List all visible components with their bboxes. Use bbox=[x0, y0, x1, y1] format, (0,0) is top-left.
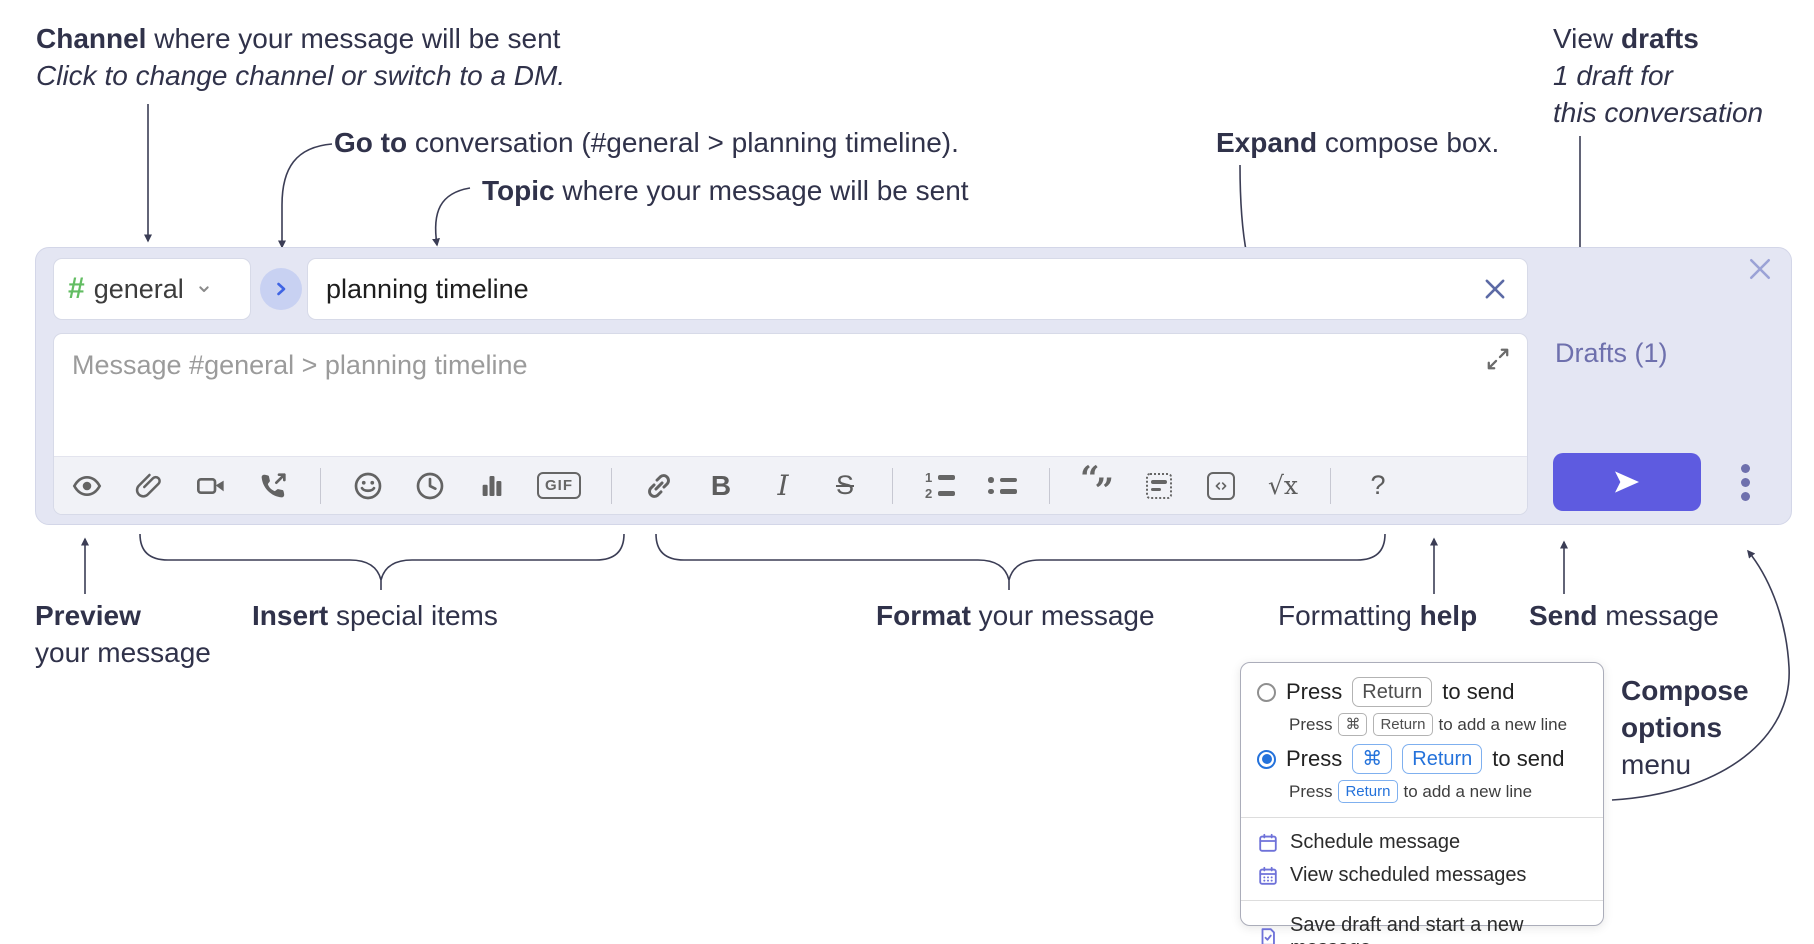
channel-selector[interactable]: # general bbox=[53, 258, 251, 320]
radio-selected[interactable] bbox=[1257, 749, 1276, 769]
format-annotation: Format your message bbox=[876, 600, 1155, 631]
bold-icon[interactable]: B bbox=[710, 469, 732, 501]
emoji-icon[interactable] bbox=[351, 469, 385, 503]
preview-eye-icon[interactable] bbox=[70, 469, 104, 503]
return-key-chip: Return bbox=[1338, 780, 1398, 803]
calendar-grid-icon bbox=[1259, 866, 1277, 885]
chevron-right-icon bbox=[277, 282, 286, 296]
send-plane-icon bbox=[1615, 471, 1639, 493]
spoiler-icon[interactable] bbox=[1142, 469, 1176, 503]
topic-arrow bbox=[432, 187, 471, 247]
toolbar-divider bbox=[1330, 467, 1331, 504]
toolbar-divider bbox=[611, 467, 612, 504]
save-draft-new-message-item[interactable]: Save draft and start a new message bbox=[1241, 909, 1603, 944]
send-annotation: Send message bbox=[1529, 600, 1719, 631]
strikethrough-icon[interactable]: S bbox=[835, 470, 854, 500]
radio-unselected[interactable] bbox=[1257, 682, 1276, 702]
code-icon[interactable] bbox=[1204, 469, 1238, 503]
format-brace bbox=[655, 533, 1386, 590]
expand-annotation: Expand compose box. bbox=[1216, 127, 1500, 158]
topic-value: planning timeline bbox=[326, 273, 529, 304]
message-block: Message #general > planning timeline bbox=[53, 333, 1528, 515]
option-return-to-send[interactable]: Press Return to send bbox=[1241, 675, 1603, 709]
calendar-icon bbox=[1259, 833, 1277, 852]
help-icon[interactable]: ? bbox=[1370, 470, 1386, 500]
help-annotation: Formatting help bbox=[1278, 600, 1478, 631]
chevron-down-icon bbox=[199, 286, 209, 293]
topic-input[interactable]: planning timeline bbox=[307, 258, 1528, 320]
compose-box: # general planning timeline Message #gen… bbox=[35, 247, 1792, 525]
quote-icon[interactable]: “” bbox=[1080, 458, 1114, 511]
gif-icon[interactable]: GIF bbox=[537, 469, 581, 503]
link-icon[interactable] bbox=[642, 469, 676, 503]
return-key-chip: Return bbox=[1373, 713, 1433, 736]
popup-divider bbox=[1241, 817, 1603, 818]
go-to-conversation-button[interactable] bbox=[260, 268, 302, 310]
message-placeholder: Message #general > planning timeline bbox=[72, 350, 528, 380]
channel-hash-icon: # bbox=[68, 272, 85, 305]
channel-annotation: Channel where your message will be sent … bbox=[36, 23, 566, 91]
send-button[interactable] bbox=[1553, 453, 1701, 511]
drafts-link[interactable]: Drafts (1) bbox=[1555, 338, 1668, 368]
clear-topic-icon[interactable] bbox=[1481, 275, 1509, 303]
message-input[interactable]: Message #general > planning timeline bbox=[54, 334, 1527, 456]
time-icon[interactable] bbox=[413, 469, 447, 503]
close-compose-icon[interactable] bbox=[1744, 253, 1776, 285]
compose-options-popup: Press Return to send Press ⌘ Return to a… bbox=[1240, 662, 1604, 944]
draft-document-icon bbox=[1261, 928, 1275, 944]
goto-annotation: Go to conversation (#general > planning … bbox=[334, 127, 959, 158]
insert-brace bbox=[139, 533, 625, 590]
bulleted-list-icon[interactable] bbox=[985, 469, 1019, 503]
compose-options-menu-button[interactable] bbox=[1728, 459, 1762, 505]
insert-annotation: Insert special items bbox=[252, 600, 498, 631]
expand-compose-icon[interactable] bbox=[1485, 346, 1511, 377]
option-cmd-return-subtext: Press Return to add a new line bbox=[1241, 776, 1603, 809]
schedule-message-item[interactable]: Schedule message bbox=[1241, 826, 1603, 859]
return-key-chip: Return bbox=[1352, 677, 1433, 707]
attach-file-icon[interactable] bbox=[132, 469, 166, 503]
option-cmd-return-to-send[interactable]: Press ⌘ Return to send bbox=[1241, 742, 1603, 776]
goto-arrow bbox=[278, 143, 333, 249]
toolbar-divider bbox=[892, 467, 893, 504]
toolbar-divider bbox=[1049, 467, 1050, 504]
toolbar-divider bbox=[320, 467, 321, 504]
cmd-key-chip: ⌘ bbox=[1338, 713, 1368, 736]
preview-annotation: Preview your message bbox=[35, 600, 211, 668]
italic-icon[interactable]: I bbox=[777, 469, 789, 502]
cmd-key-chip: ⌘ bbox=[1352, 744, 1393, 774]
topic-annotation: Topic where your message will be sent bbox=[482, 175, 969, 206]
return-key-chip: Return bbox=[1402, 744, 1483, 774]
compose-options-annotation: Compose options menu bbox=[1621, 675, 1749, 780]
view-scheduled-messages-item[interactable]: View scheduled messages bbox=[1241, 859, 1603, 892]
video-call-icon[interactable] bbox=[194, 469, 228, 503]
audio-call-icon[interactable] bbox=[256, 469, 290, 503]
drafts-annotation: View drafts 1 draft for this conversatio… bbox=[1553, 23, 1764, 128]
channel-name: general bbox=[93, 273, 184, 304]
poll-icon[interactable] bbox=[475, 469, 509, 503]
math-icon[interactable]: √x bbox=[1267, 471, 1299, 500]
popup-divider bbox=[1241, 900, 1603, 901]
option-return-subtext: Press ⌘ Return to add a new line bbox=[1241, 709, 1603, 742]
